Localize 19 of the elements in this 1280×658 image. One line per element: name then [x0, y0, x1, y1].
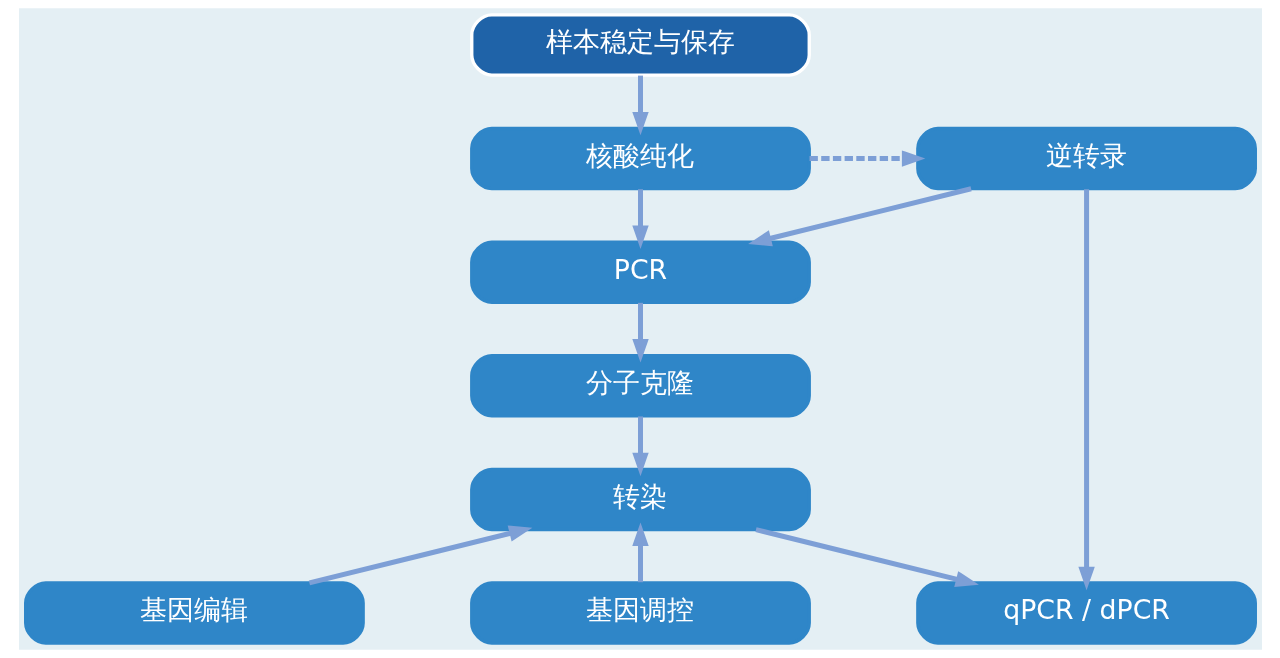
arrow — [631, 522, 649, 583]
node-box: 分子克隆 — [469, 354, 811, 418]
node-box: 样本稳定与保存 — [469, 13, 811, 77]
node-box: 基因编辑 — [23, 581, 365, 645]
node-box: qPCR / dPCR — [915, 581, 1257, 645]
arrow — [809, 150, 925, 167]
arrow — [754, 527, 979, 588]
node-box: 逆转录 — [915, 126, 1257, 191]
node-box: PCR — [469, 240, 811, 304]
node-box: 基因调控 — [469, 581, 811, 645]
arrow — [631, 189, 649, 249]
arrow — [631, 416, 649, 477]
arrow — [631, 75, 649, 136]
arrow — [631, 302, 649, 363]
node-box: 核酸纯化 — [469, 126, 811, 191]
arrow — [747, 186, 972, 247]
arrow — [308, 525, 532, 586]
arrow — [1077, 189, 1095, 591]
node-box: 转染 — [469, 467, 811, 532]
